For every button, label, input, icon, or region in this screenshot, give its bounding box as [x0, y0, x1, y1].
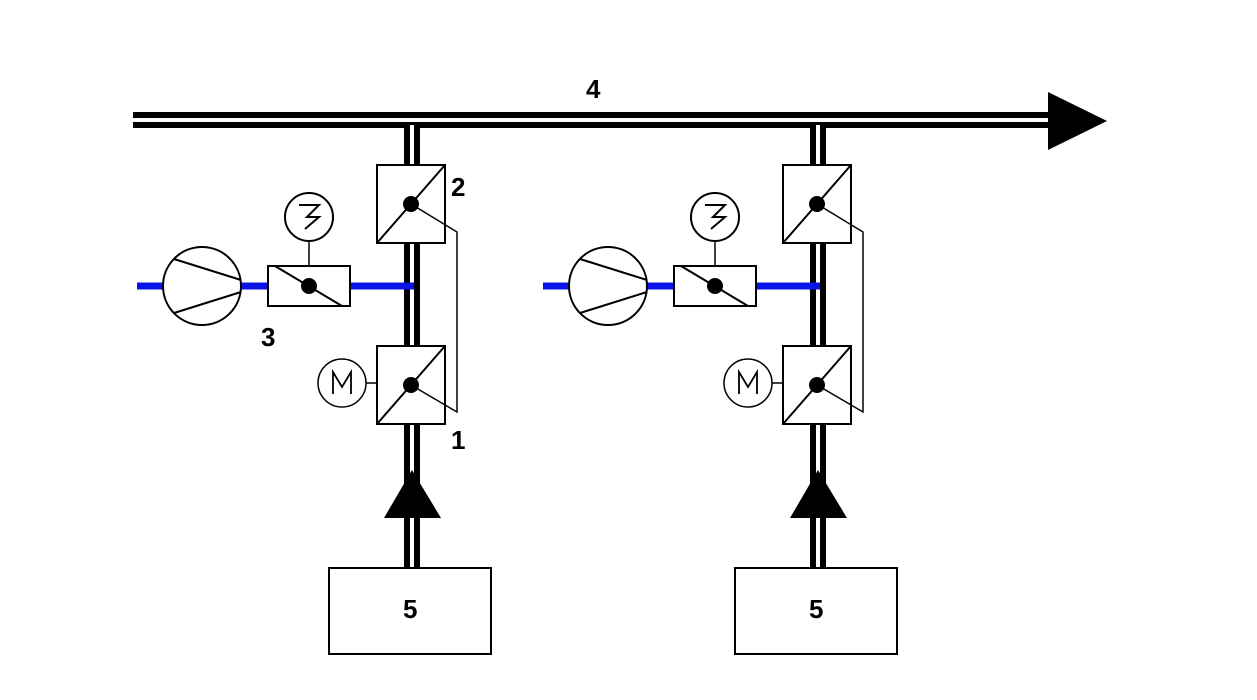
heater-icon [284, 192, 334, 242]
heater-icon [690, 192, 740, 242]
heater-damper-icon [673, 241, 757, 307]
source-box [328, 567, 492, 655]
damper-linkage [410, 203, 458, 414]
label-lower-damper: 1 [451, 425, 465, 455]
main-duct [133, 92, 1107, 150]
damper-linkage [816, 203, 864, 414]
fan-icon [568, 246, 648, 326]
right-branch [543, 125, 898, 655]
flow-arrow-icon [790, 470, 847, 518]
motor-icon [317, 358, 367, 408]
fan-icon [162, 246, 242, 326]
source-box [734, 567, 898, 655]
label-source-right: 5 [809, 594, 823, 624]
left-branch [137, 125, 492, 655]
label-source-left: 5 [403, 594, 417, 624]
label-upper-damper: 2 [451, 172, 465, 202]
motor-icon [723, 358, 773, 408]
label-main-duct: 4 [586, 74, 601, 104]
flow-arrow-icon [384, 470, 441, 518]
heater-damper-icon [267, 241, 351, 307]
label-fan: 3 [261, 322, 275, 352]
main-flow-arrow-icon [1048, 92, 1107, 150]
